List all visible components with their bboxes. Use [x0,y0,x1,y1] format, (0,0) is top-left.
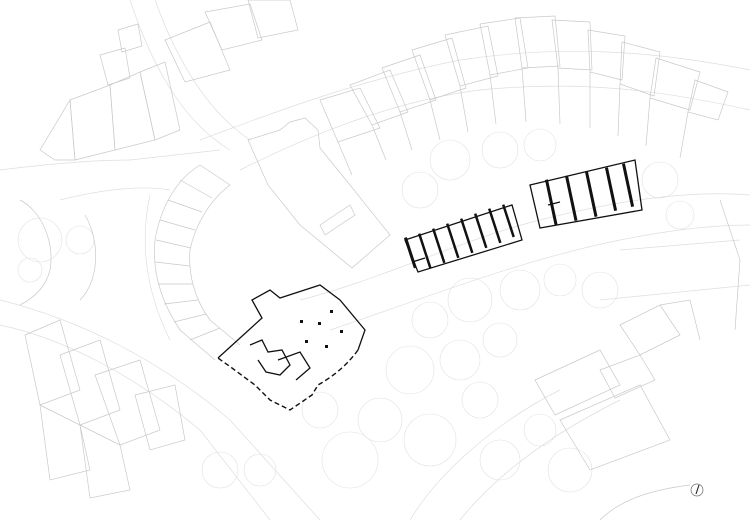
north-arrow-icon [690,483,704,497]
terrace-block-east-plan [529,159,643,229]
context-buildings-southwest [19,199,186,499]
trees [17,128,695,493]
context-buildings-north-terrace [319,15,729,176]
context-buildings-northwest [39,0,299,161]
site-building-plan [217,284,366,411]
context-building-central-block [247,117,391,269]
terrace-houses-plan [404,204,523,273]
context-buildings-southeast [534,199,741,521]
context-buildings-crescent [154,164,241,361]
